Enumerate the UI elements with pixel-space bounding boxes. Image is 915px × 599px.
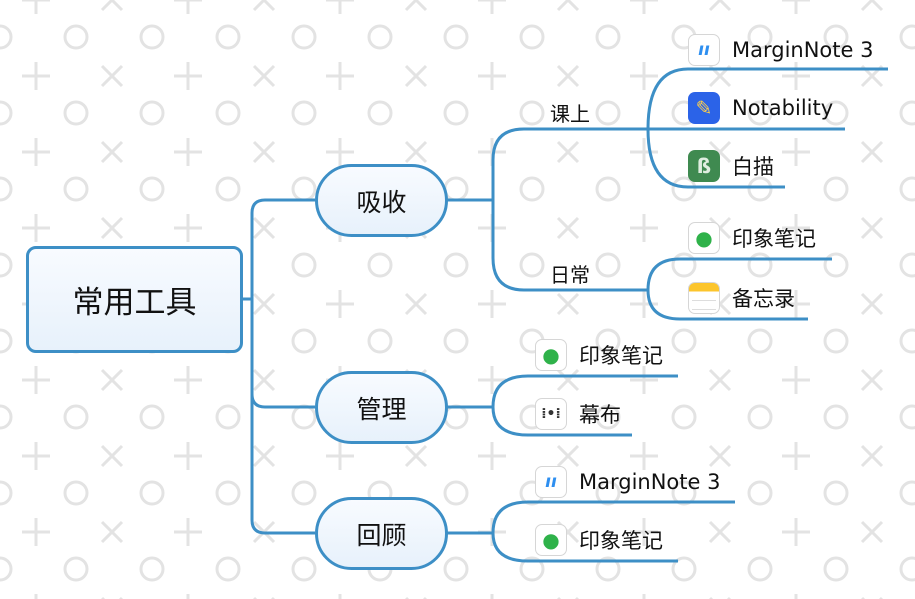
leaf-evernote[interactable]: ● 印象笔记: [535, 523, 663, 557]
notes-icon: [688, 282, 720, 314]
leaf-label: Notability: [732, 96, 834, 120]
leaf-evernote[interactable]: ● 印象笔记: [688, 221, 816, 255]
marginnote-icon: ıı: [535, 466, 567, 498]
leaf-notes[interactable]: 备忘录: [688, 281, 795, 315]
connector-xishou: [250, 198, 315, 299]
evernote-icon: ●: [535, 339, 567, 371]
leaf-baimiao[interactable]: ß 白描: [688, 149, 774, 183]
notability-icon: ✎: [688, 92, 720, 124]
topic-huigu[interactable]: 回顾: [315, 497, 448, 570]
marginnote-icon: ıı: [688, 34, 720, 66]
connector-ketang: [447, 127, 648, 202]
leaf-label: 印象笔记: [732, 227, 816, 251]
mubu-icon: ⁞•⁞: [535, 398, 567, 430]
leaf-notability[interactable]: ✎ Notability: [688, 91, 833, 125]
leaf-label: 印象笔记: [579, 529, 663, 553]
subtopic-ketang[interactable]: 课上: [550, 102, 590, 126]
topic-label: 吸收: [356, 187, 407, 217]
leaf-label: MarginNote 3: [579, 470, 721, 494]
leaf-evernote[interactable]: ● 印象笔记: [535, 338, 663, 372]
connector-guanli: [250, 299, 315, 409]
leaf-label: 幕布: [579, 403, 621, 427]
topic-label: 回顾: [356, 520, 407, 550]
connector-richang: [491, 200, 648, 292]
leaf-label: 印象笔记: [579, 344, 663, 368]
leaf-marginnote[interactable]: ıı MarginNote 3: [688, 33, 873, 67]
root-label: 常用工具: [72, 285, 197, 321]
evernote-icon: ●: [535, 524, 567, 556]
topic-label: 管理: [356, 394, 407, 424]
connector-huigu: [250, 299, 315, 535]
root-node[interactable]: 常用工具: [26, 246, 243, 353]
topic-xishou[interactable]: 吸收: [315, 164, 448, 237]
subtopic-richang[interactable]: 日常: [550, 263, 590, 287]
evernote-icon: ●: [688, 222, 720, 254]
leaf-mubu[interactable]: ⁞•⁞ 幕布: [535, 397, 621, 431]
leaf-label: 白描: [732, 155, 774, 179]
leaf-label: 备忘录: [732, 287, 795, 311]
leaf-label: MarginNote 3: [732, 38, 874, 62]
leaf-marginnote[interactable]: ıı MarginNote 3: [535, 465, 720, 499]
baimiao-icon: ß: [688, 150, 720, 182]
topic-guanli[interactable]: 管理: [315, 371, 448, 444]
